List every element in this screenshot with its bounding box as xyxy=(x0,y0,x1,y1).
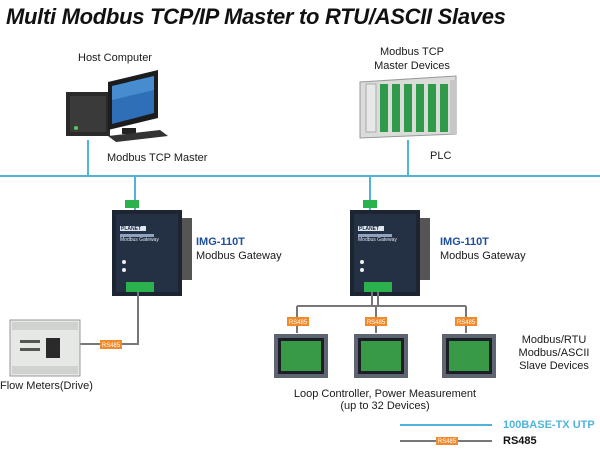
slave-device-2 xyxy=(354,334,408,378)
gateway-1-desc: Modbus Gateway xyxy=(196,250,282,262)
gateway-2-device-text: Modbus Gateway xyxy=(358,237,397,243)
plc-title-line1: Modbus TCP xyxy=(380,46,444,58)
rs485-tag-text-1: RS485 xyxy=(289,320,308,326)
host-computer-icon xyxy=(66,70,168,142)
slave-label-line1: Modbus/RTU xyxy=(521,334,587,346)
rs485-tag-slave2 xyxy=(365,317,387,326)
diagram-title: Multi Modbus TCP/IP Master to RTU/ASCII … xyxy=(6,4,506,29)
plc-label: PLC xyxy=(430,150,452,162)
rs485-link-flowmeter xyxy=(78,292,139,345)
legend-rs485-tag xyxy=(436,437,458,445)
gateway-2-desc: Modbus Gateway xyxy=(440,250,526,262)
gateway-2-device xyxy=(350,200,430,296)
gateway-1-brand: PLANET xyxy=(121,226,141,232)
rs485-tag-text-3: RS485 xyxy=(457,320,476,326)
plc-title-line2: Master Devices xyxy=(374,60,450,72)
rs485-tag-slave3 xyxy=(455,317,477,326)
slave-label-line2: Modbus/ASCII xyxy=(518,347,590,359)
loop-controller-label: Loop Controller, Power Measurement xyxy=(293,388,477,400)
flow-meters-label: Flow Meters(Drive) xyxy=(0,380,93,392)
loop-controller-count: (up to 32 Devices) xyxy=(340,400,430,412)
rs485-tag-text-flowmeter: RS485 xyxy=(102,343,121,349)
plc-icon xyxy=(359,75,457,139)
host-computer-label: Host Computer xyxy=(78,52,152,64)
legend-ethernet-label: 100BASE-TX UTP xyxy=(503,419,595,431)
gateway-2-model: IMG-110T xyxy=(440,236,489,248)
slave-label-line3: Slave Devices xyxy=(519,360,589,372)
gateway-1-model: IMG-110T xyxy=(196,236,245,248)
rs485-tag-flowmeter xyxy=(100,340,122,349)
flow-meter-icon xyxy=(9,319,81,377)
slave-device-3 xyxy=(442,334,496,378)
slave-device-1 xyxy=(274,334,328,378)
gateway-1-device-text: Modbus Gateway xyxy=(120,237,159,243)
gateway-1-device xyxy=(112,200,192,296)
rs485-tag-slave1 xyxy=(287,317,309,326)
legend-rs485-tag-text: RS485 xyxy=(438,439,457,445)
rs485-tag-text-2: RS485 xyxy=(367,320,386,326)
modbus-tcp-master-label: Modbus TCP Master xyxy=(107,152,208,164)
gateway-2-brand: PLANET xyxy=(359,226,379,232)
legend-rs485-label: RS485 xyxy=(503,435,537,447)
